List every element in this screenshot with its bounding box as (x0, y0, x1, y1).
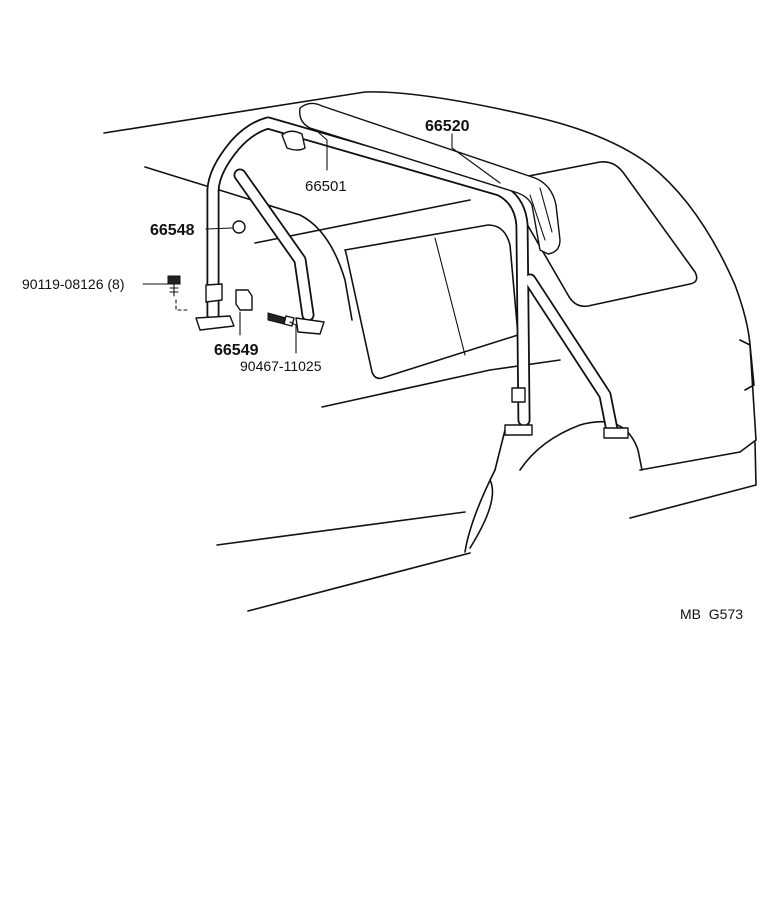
cap-66548 (232, 220, 246, 234)
figure-code: MB G573 (680, 606, 743, 622)
roll-bar-pad (281, 102, 561, 255)
leader-lines (142, 131, 501, 354)
side-window-frame (344, 160, 698, 380)
callout-90467-11025: 90467-11025 (240, 358, 322, 374)
mounting-bases (195, 283, 629, 439)
callout-66520: 66520 (425, 118, 470, 135)
callout-90119-08126: 90119-08126 (8) (22, 276, 124, 292)
callout-66548: 66548 (150, 222, 195, 239)
roll-bar-main-tube (206, 116, 619, 437)
callout-66501: 66501 (305, 178, 347, 195)
callout-66549: 66549 (214, 342, 259, 359)
bracket-66549 (235, 289, 253, 311)
bolt-90467 (267, 312, 295, 327)
bolt-90119 (159, 275, 181, 297)
vehicle-body-outline (103, 91, 757, 612)
